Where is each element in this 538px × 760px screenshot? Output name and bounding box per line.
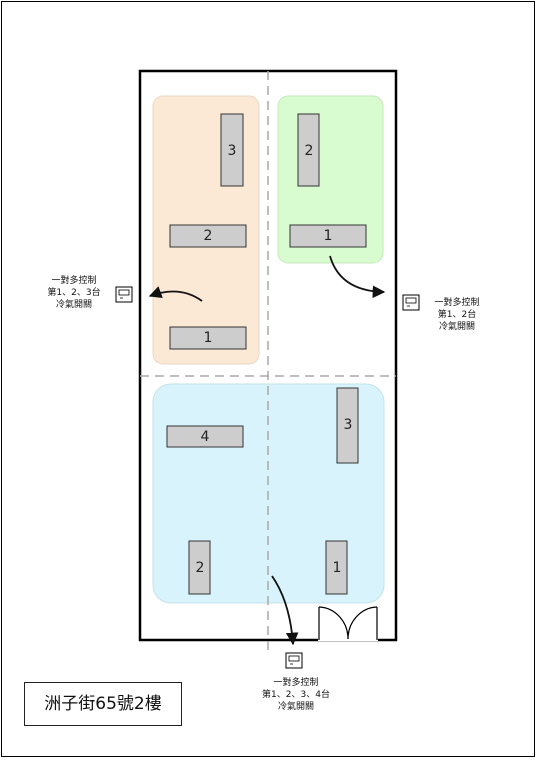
unit-label: 2: [203, 228, 213, 244]
caption-line: 第1、2、3、4台: [262, 690, 330, 700]
ac-unit-orange-2: [169, 224, 247, 248]
caption-line: 第1、2、3台: [47, 288, 101, 298]
caption-line: 一對多控制: [434, 298, 480, 308]
unit-label: 1: [203, 330, 213, 346]
address-title: 洲子街65號2樓: [24, 682, 182, 726]
unit-label: 2: [195, 560, 205, 576]
controller-caption-right: 一對多控制 第1、2台 冷氣開關: [422, 297, 492, 333]
ac-unit-blue-4: [166, 425, 244, 448]
caption-line: 冷氣開關: [438, 322, 475, 332]
caption-line: 冷氣開關: [55, 300, 92, 310]
unit-label: 1: [323, 228, 333, 244]
caption-line: 一對多控制: [51, 276, 97, 286]
unit-label: 3: [343, 417, 353, 433]
ac-unit-green-1: [289, 224, 367, 248]
ac-unit-blue-1: [325, 540, 348, 595]
ac-unit-blue-3: [336, 387, 359, 464]
ac-unit-blue-2: [188, 540, 211, 595]
thermostat-icon: [402, 294, 420, 311]
thermostat-icon: [115, 286, 133, 303]
unit-label: 1: [332, 560, 342, 576]
thermostat-icon: [285, 652, 303, 669]
ac-unit-orange-1: [169, 326, 247, 350]
caption-line: 第1、2台: [437, 310, 477, 320]
unit-label: 4: [200, 429, 210, 445]
arrow-right: [329, 255, 386, 299]
unit-label: 3: [227, 143, 237, 159]
arrow-bottom: [271, 575, 299, 646]
ac-unit-orange-3: [220, 113, 244, 187]
controller-caption-left: 一對多控制 第1、2、3台 冷氣開關: [38, 275, 110, 311]
arrow-left: [148, 286, 203, 302]
double-door: [318, 605, 378, 641]
controller-caption-bottom: 一對多控制 第1、2、3、4台 冷氣開關: [258, 677, 334, 713]
unit-label: 2: [304, 143, 314, 159]
ac-unit-green-2: [297, 113, 320, 187]
caption-line: 一對多控制: [273, 678, 319, 688]
caption-line: 冷氣開關: [277, 702, 314, 712]
